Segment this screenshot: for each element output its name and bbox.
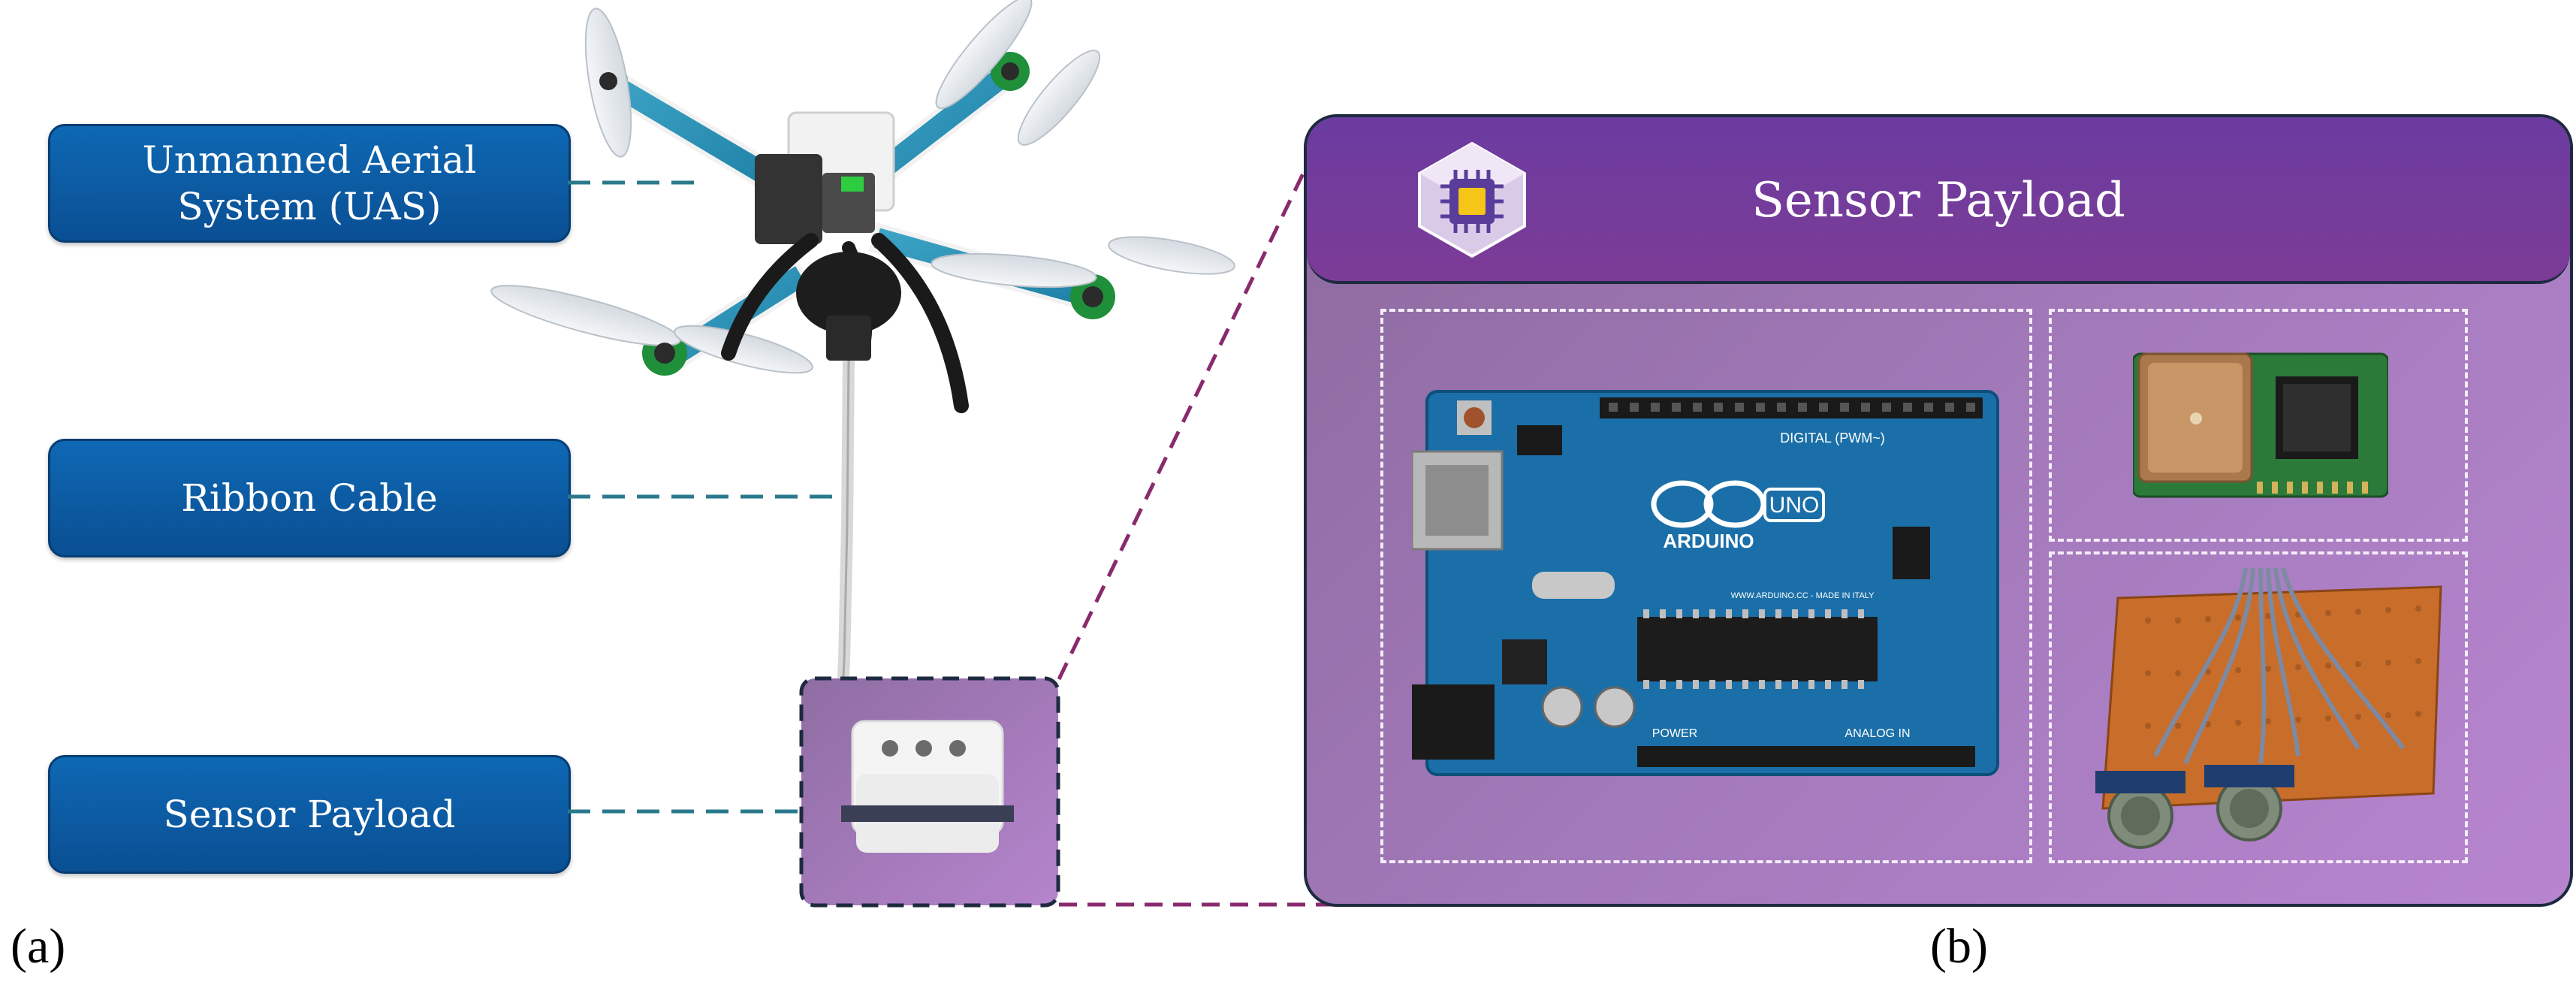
foam-payload	[841, 720, 1014, 853]
arduino-uno-board: UNO ARDUINO DIGITAL (PWM~) POWER ANALOG …	[1412, 390, 1999, 776]
gas-sensor-board	[2095, 568, 2442, 849]
zoom-line-top	[1057, 168, 1308, 681]
ribbon-cable-label-text: Ribbon Cable	[181, 476, 438, 520]
arduino-model-text: UNO	[1769, 493, 1820, 518]
sensor-payload-label: Sensor Payload	[48, 755, 571, 874]
arduino-logo-text: ARDUINO	[1663, 530, 1754, 552]
sensor-payload-label-text: Sensor Payload	[163, 793, 456, 836]
uas-label: Unmanned Aerial System (UAS)	[48, 124, 571, 243]
chip-icon	[1418, 141, 1526, 258]
power-header-text: POWER	[1652, 727, 1697, 740]
arduino-url-text: WWW.ARDUINO.CC - MADE IN ITALY	[1731, 591, 1875, 600]
panel-label-a: (a)	[11, 919, 66, 974]
panel-label-b: (b)	[1930, 919, 1988, 974]
gps-module	[2133, 352, 2388, 498]
sensor-payload-panel: Sensor Payload UNO ARDUINO DIGITAL (PWM~…	[1304, 114, 2573, 907]
digital-header-text: DIGITAL (PWM~)	[1780, 431, 1885, 446]
gps-module-box	[2049, 309, 2468, 542]
sensor-payload-title: Sensor Payload	[1751, 173, 2125, 228]
arduino-box	[1380, 309, 2032, 863]
uas-label-text: Unmanned Aerial System (UAS)	[142, 138, 477, 228]
analog-header-text: ANALOG IN	[1845, 727, 1910, 740]
drone-frame	[490, 0, 1235, 413]
ribbon-cable-label: Ribbon Cable	[48, 439, 571, 557]
gas-sensor-board-box	[2049, 551, 2468, 863]
